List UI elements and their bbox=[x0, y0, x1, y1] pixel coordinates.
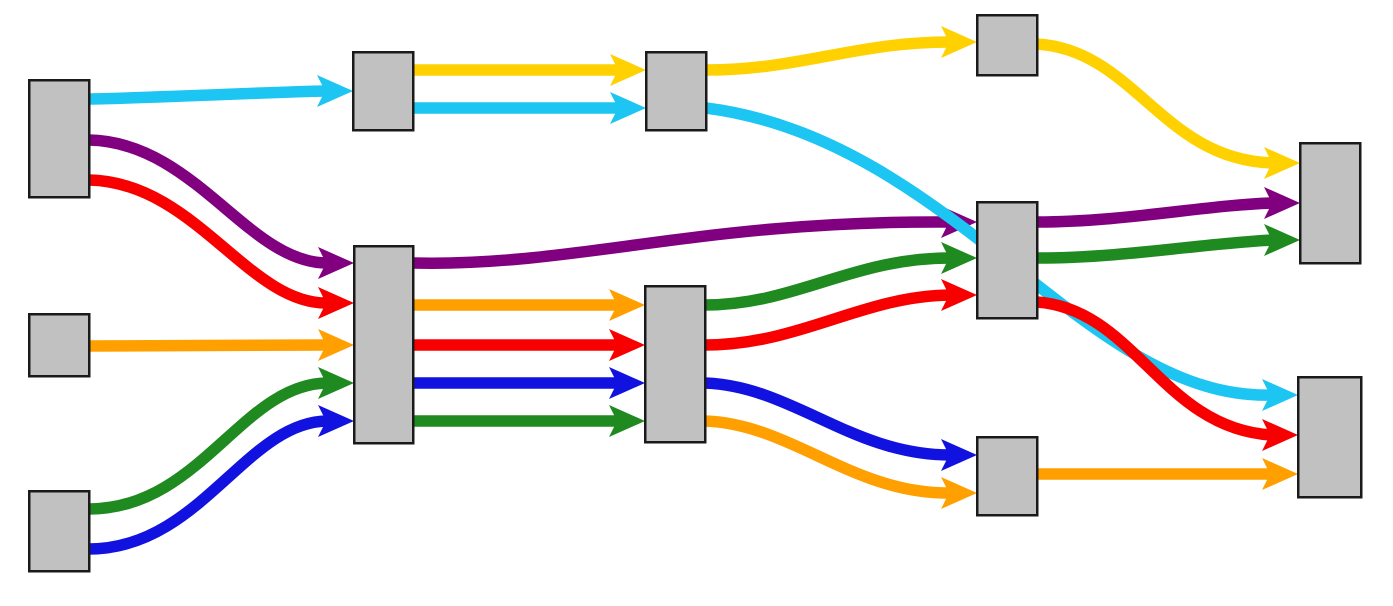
edge-green-leftbot-col2hub bbox=[88, 367, 354, 515]
arrowhead-icon bbox=[609, 329, 645, 361]
node-col4-bottom bbox=[975, 435, 1039, 517]
node-col4-top bbox=[975, 13, 1039, 77]
edge-path-green bbox=[88, 377, 328, 515]
edge-cyan-col2top-col3top bbox=[412, 92, 646, 124]
arrowhead-icon bbox=[1262, 419, 1298, 451]
edge-red-col2hub-col3hub bbox=[412, 329, 645, 361]
edge-red-lefttop-col2hub bbox=[88, 174, 354, 319]
arrowhead-icon bbox=[318, 329, 354, 361]
edge-red-col4mid-rightbot bbox=[1036, 296, 1298, 451]
edge-blue-col3hub-col4bot bbox=[704, 377, 977, 471]
arrowhead-icon bbox=[1262, 379, 1298, 411]
edge-path-yellow bbox=[705, 36, 951, 76]
edge-cyan-lefttop-col2top bbox=[88, 75, 353, 107]
node-right-top bbox=[1298, 141, 1362, 265]
edge-orange-leftmid-col2hub bbox=[88, 329, 354, 361]
arrowhead-icon bbox=[610, 92, 646, 124]
edge-path-green bbox=[1036, 234, 1274, 264]
arrowhead-icon bbox=[609, 367, 645, 399]
arrowhead-icon bbox=[941, 439, 977, 471]
edge-yellow-col3top-col4top bbox=[705, 26, 977, 76]
edge-path-yellow bbox=[1036, 38, 1274, 169]
edge-path-blue bbox=[88, 415, 328, 555]
node-col3-hub bbox=[643, 284, 707, 444]
arrowhead-icon bbox=[1262, 458, 1298, 490]
edge-green-col4mid-righttop bbox=[1036, 224, 1300, 264]
arrowhead-icon bbox=[1264, 147, 1300, 179]
arrowhead-icon bbox=[941, 26, 977, 58]
arrowhead-icon bbox=[318, 247, 354, 279]
node-col4-middle bbox=[975, 200, 1039, 320]
edge-path-cyan bbox=[88, 85, 327, 105]
edge-path-red bbox=[88, 174, 328, 309]
edge-path-purple bbox=[412, 216, 951, 269]
arrowhead-icon bbox=[609, 405, 645, 437]
edge-purple-col2hub-col4mid bbox=[412, 206, 977, 269]
arrowhead-icon bbox=[1264, 187, 1300, 219]
edge-path-orange bbox=[704, 415, 951, 499]
node-col2-top bbox=[351, 50, 415, 132]
edge-purple-col4mid-righttop bbox=[1036, 187, 1300, 228]
arrowhead-icon bbox=[1264, 224, 1300, 256]
node-left-bottom bbox=[27, 489, 91, 573]
edge-path-blue bbox=[704, 377, 951, 461]
node-left-middle bbox=[27, 312, 91, 378]
arrowhead-icon bbox=[318, 287, 354, 319]
arrowhead-icon bbox=[318, 405, 354, 437]
edge-blue-leftbot-col2hub bbox=[88, 405, 354, 555]
arrowhead-icon bbox=[317, 75, 353, 107]
arrowhead-icon bbox=[941, 279, 977, 311]
node-left-top bbox=[27, 78, 91, 199]
node-col3-top bbox=[644, 50, 708, 132]
arrowhead-icon bbox=[610, 54, 646, 86]
arrowhead-icon bbox=[609, 289, 645, 321]
edge-yellow-col4top-righttop bbox=[1036, 38, 1300, 179]
edge-path-purple bbox=[88, 134, 328, 269]
edge-blue-col2hub-col3hub bbox=[413, 367, 645, 399]
edge-yellow-col2top-col3top bbox=[413, 54, 646, 86]
edge-red-col3hub-col4mid bbox=[704, 279, 977, 351]
edge-path-purple bbox=[1036, 197, 1274, 228]
edge-green-col3hub-col4mid bbox=[704, 242, 977, 311]
edge-orange-col3hub-col4bot bbox=[704, 415, 977, 509]
arrowhead-icon bbox=[941, 242, 977, 274]
edge-path-green bbox=[704, 252, 951, 311]
arrowhead-icon bbox=[941, 477, 977, 509]
node-right-bottom bbox=[1296, 375, 1363, 499]
edge-purple-lefttop-col2hub bbox=[88, 134, 354, 279]
edge-green-col2hub-col3hub bbox=[412, 405, 645, 437]
node-col2-hub bbox=[352, 244, 415, 445]
edge-orange-col4bot-rightbot bbox=[1037, 458, 1298, 490]
edge-path-red bbox=[704, 289, 951, 351]
edge-orange-col2hub-col3hub bbox=[413, 289, 645, 321]
edge-path-orange bbox=[88, 339, 328, 352]
arrowhead-icon bbox=[318, 367, 354, 399]
edge-path-red bbox=[1036, 296, 1272, 441]
